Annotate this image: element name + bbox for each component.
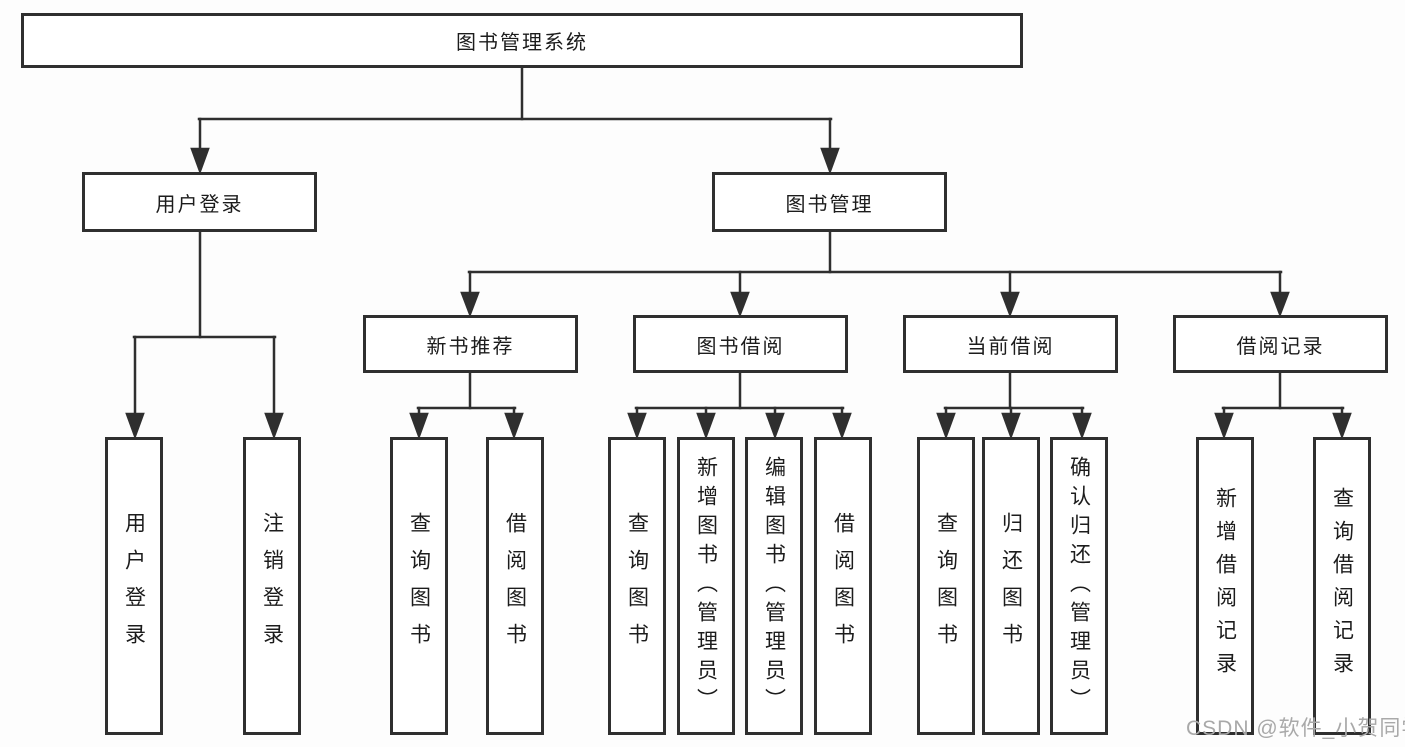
- node-borrowing-records: 借阅记录: [1173, 315, 1388, 373]
- node-label: 图书借阅: [696, 335, 785, 358]
- node-current-borrowing: 当前借阅: [903, 315, 1118, 373]
- leaf-label: 归还图书: [999, 512, 1023, 660]
- leaf-label: 确认归还（管理员）: [1067, 455, 1091, 717]
- node-library-management-system: 图书管理系统: [21, 13, 1023, 68]
- node-label: 用户登录: [155, 193, 244, 216]
- node-label: 图书管理: [785, 193, 874, 216]
- node-label: 借阅记录: [1236, 335, 1325, 358]
- node-label: 新书推荐: [426, 335, 515, 358]
- leaf-return-books: 归还图书: [982, 437, 1040, 735]
- leaf-label: 新增图书（管理员）: [694, 455, 718, 717]
- leaf-label: 注销登录: [260, 512, 284, 660]
- node-label: 图书管理系统: [456, 32, 588, 54]
- leaf-query-books-recommend: 查询图书: [390, 437, 448, 735]
- leaf-label: 借阅图书: [831, 512, 855, 660]
- leaf-borrow-books-recommend: 借阅图书: [486, 437, 544, 735]
- node-label: 当前借阅: [966, 335, 1055, 358]
- leaf-logout: 注销登录: [243, 437, 301, 735]
- node-book-borrowing: 图书借阅: [633, 315, 848, 373]
- csdn-watermark: CSDN @软件_小贺同学: [1186, 717, 1405, 740]
- leaf-add-books-admin: 新增图书（管理员）: [677, 437, 735, 735]
- leaf-query-borrow-record: 查询借阅记录: [1313, 437, 1371, 735]
- leaf-edit-books-admin: 编辑图书（管理员）: [745, 437, 803, 735]
- node-book-management: 图书管理: [712, 172, 947, 232]
- leaf-query-books-borrowing: 查询图书: [608, 437, 666, 735]
- node-user-login: 用户登录: [82, 172, 317, 232]
- leaf-label: 借阅图书: [503, 512, 527, 660]
- leaf-label: 查询图书: [625, 512, 649, 660]
- node-new-book-recommend: 新书推荐: [363, 315, 578, 373]
- leaf-add-borrow-record: 新增借阅记录: [1196, 437, 1254, 735]
- leaf-query-books-current: 查询图书: [917, 437, 975, 735]
- leaf-label: 查询借阅记录: [1330, 487, 1354, 685]
- leaf-borrow-books: 借阅图书: [814, 437, 872, 735]
- leaf-label: 编辑图书（管理员）: [762, 455, 786, 717]
- leaf-label: 新增借阅记录: [1213, 487, 1237, 685]
- leaf-label: 查询图书: [934, 512, 958, 660]
- leaf-user-login: 用户登录: [105, 437, 163, 735]
- leaf-label: 用户登录: [122, 512, 146, 660]
- leaf-label: 查询图书: [407, 512, 431, 660]
- leaf-confirm-return-admin: 确认归还（管理员）: [1050, 437, 1108, 735]
